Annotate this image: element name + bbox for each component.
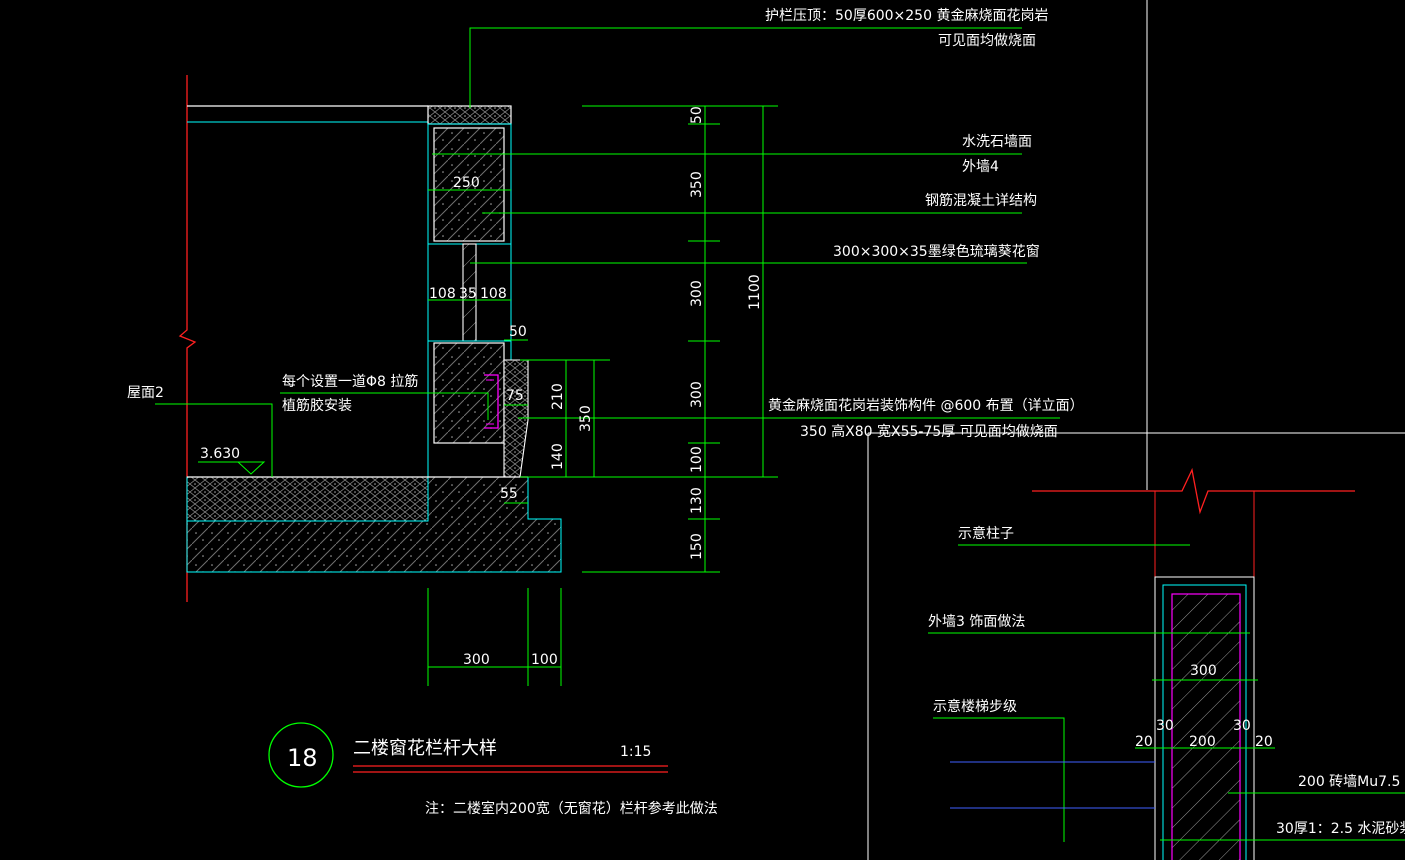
break-line-right xyxy=(1032,467,1355,515)
dim-300-bottom: 300 xyxy=(463,652,490,668)
break-line-left xyxy=(178,75,197,602)
detail-number: 18 xyxy=(287,744,318,772)
railing-cap-label-2: 可见面均做烧面 xyxy=(938,33,1036,49)
dim-108-left: 108 xyxy=(429,286,456,302)
railing-cap-label-1: 护栏压顶：50厚600×250 黄金麻烧面花岗岩 xyxy=(765,7,1048,24)
brick-wall-label: 200 砖墙Mu7.5 xyxy=(1298,774,1400,790)
wall-finish-label-1: 水洗石墙面 xyxy=(962,134,1032,150)
wall-dim-20-left: 20 xyxy=(1135,734,1153,750)
elevation-label: 3.630 xyxy=(200,446,240,462)
elevation-marker xyxy=(236,461,266,475)
dim-250: 250 xyxy=(453,175,480,191)
wall-section-detail: 300 30 30 20 200 20 示意柱子 外墙3 饰面做法 示意楼梯步级… xyxy=(928,467,1405,860)
rc-structure-label: 钢筋混凝土详结构 xyxy=(925,192,1037,209)
vdim-300-a: 300 xyxy=(689,280,705,307)
vdim-100: 100 xyxy=(689,446,705,473)
dim-140: 140 xyxy=(550,443,566,470)
deco-label-1: 黄金麻烧面花岗岩装饰构件 @600 布置（详立面） xyxy=(768,397,1084,414)
stair-hint-label: 示意楼梯步级 xyxy=(933,698,1017,715)
wall-finish-label-2: 外墙4 xyxy=(962,159,999,175)
wall3-finish-label: 外墙3 饰面做法 xyxy=(928,614,1025,630)
rebar-label-1: 每个设置一道Φ8 拉筋 xyxy=(282,373,418,390)
dim-75: 75 xyxy=(506,388,524,404)
detail-title: 二楼窗花栏杆大样 xyxy=(353,738,497,759)
wall-dim-20-right: 20 xyxy=(1255,734,1273,750)
vdim-350: 350 xyxy=(689,171,705,198)
dim-100-bottom: 100 xyxy=(531,652,558,668)
wall-dim-30-right: 30 xyxy=(1233,718,1251,734)
wall-dim-300: 300 xyxy=(1190,663,1217,679)
glass-window-label: 300×300×35墨绿色琉璃葵花窗 xyxy=(833,243,1040,260)
detail-note: 注：二楼室内200宽（无窗花）栏杆参考此做法 xyxy=(425,800,718,817)
mortar-label: 30厚1：2.5 水泥砂浆 xyxy=(1276,821,1405,837)
rc-slab-beam xyxy=(186,476,562,573)
section-detail: 3.630 屋面2 每个设置一道Φ8 拉筋 植筋胶安装 护栏压顶：50厚600×… xyxy=(127,7,1084,817)
brick-wall-section xyxy=(1171,593,1241,860)
vdim-50: 50 xyxy=(689,106,705,124)
rebar-tie xyxy=(484,374,499,429)
dim-108-right: 108 xyxy=(480,286,507,302)
rebar-label-2: 植筋胶安装 xyxy=(282,397,352,414)
dim-210: 210 xyxy=(550,383,566,410)
dim-350-side: 350 xyxy=(578,405,594,432)
railing-cap-stone xyxy=(427,105,512,125)
vertical-dimension-chain: 50 350 300 300 100 130 150 1100 xyxy=(582,105,778,573)
detail-number-circle xyxy=(268,722,334,788)
deco-label-2: 350 高X80 宽X55-75厚 可见面均做烧面 xyxy=(800,423,1058,440)
vdim-300-b: 300 xyxy=(689,381,705,408)
dim-50-deco: 50 xyxy=(509,324,527,340)
wall-dim-200: 200 xyxy=(1189,734,1216,750)
wall-dim-30-left: 30 xyxy=(1156,718,1174,734)
vdim-130: 130 xyxy=(689,487,705,514)
roof-finish-layer xyxy=(186,476,429,522)
vdim-1100: 1100 xyxy=(747,274,763,310)
column-hint-label: 示意柱子 xyxy=(958,525,1014,542)
vdim-150: 150 xyxy=(689,533,705,560)
roof-label: 屋面2 xyxy=(127,385,164,401)
detail-scale: 1:15 xyxy=(620,744,651,760)
dim-35: 35 xyxy=(459,286,477,302)
dim-55: 55 xyxy=(500,486,518,502)
